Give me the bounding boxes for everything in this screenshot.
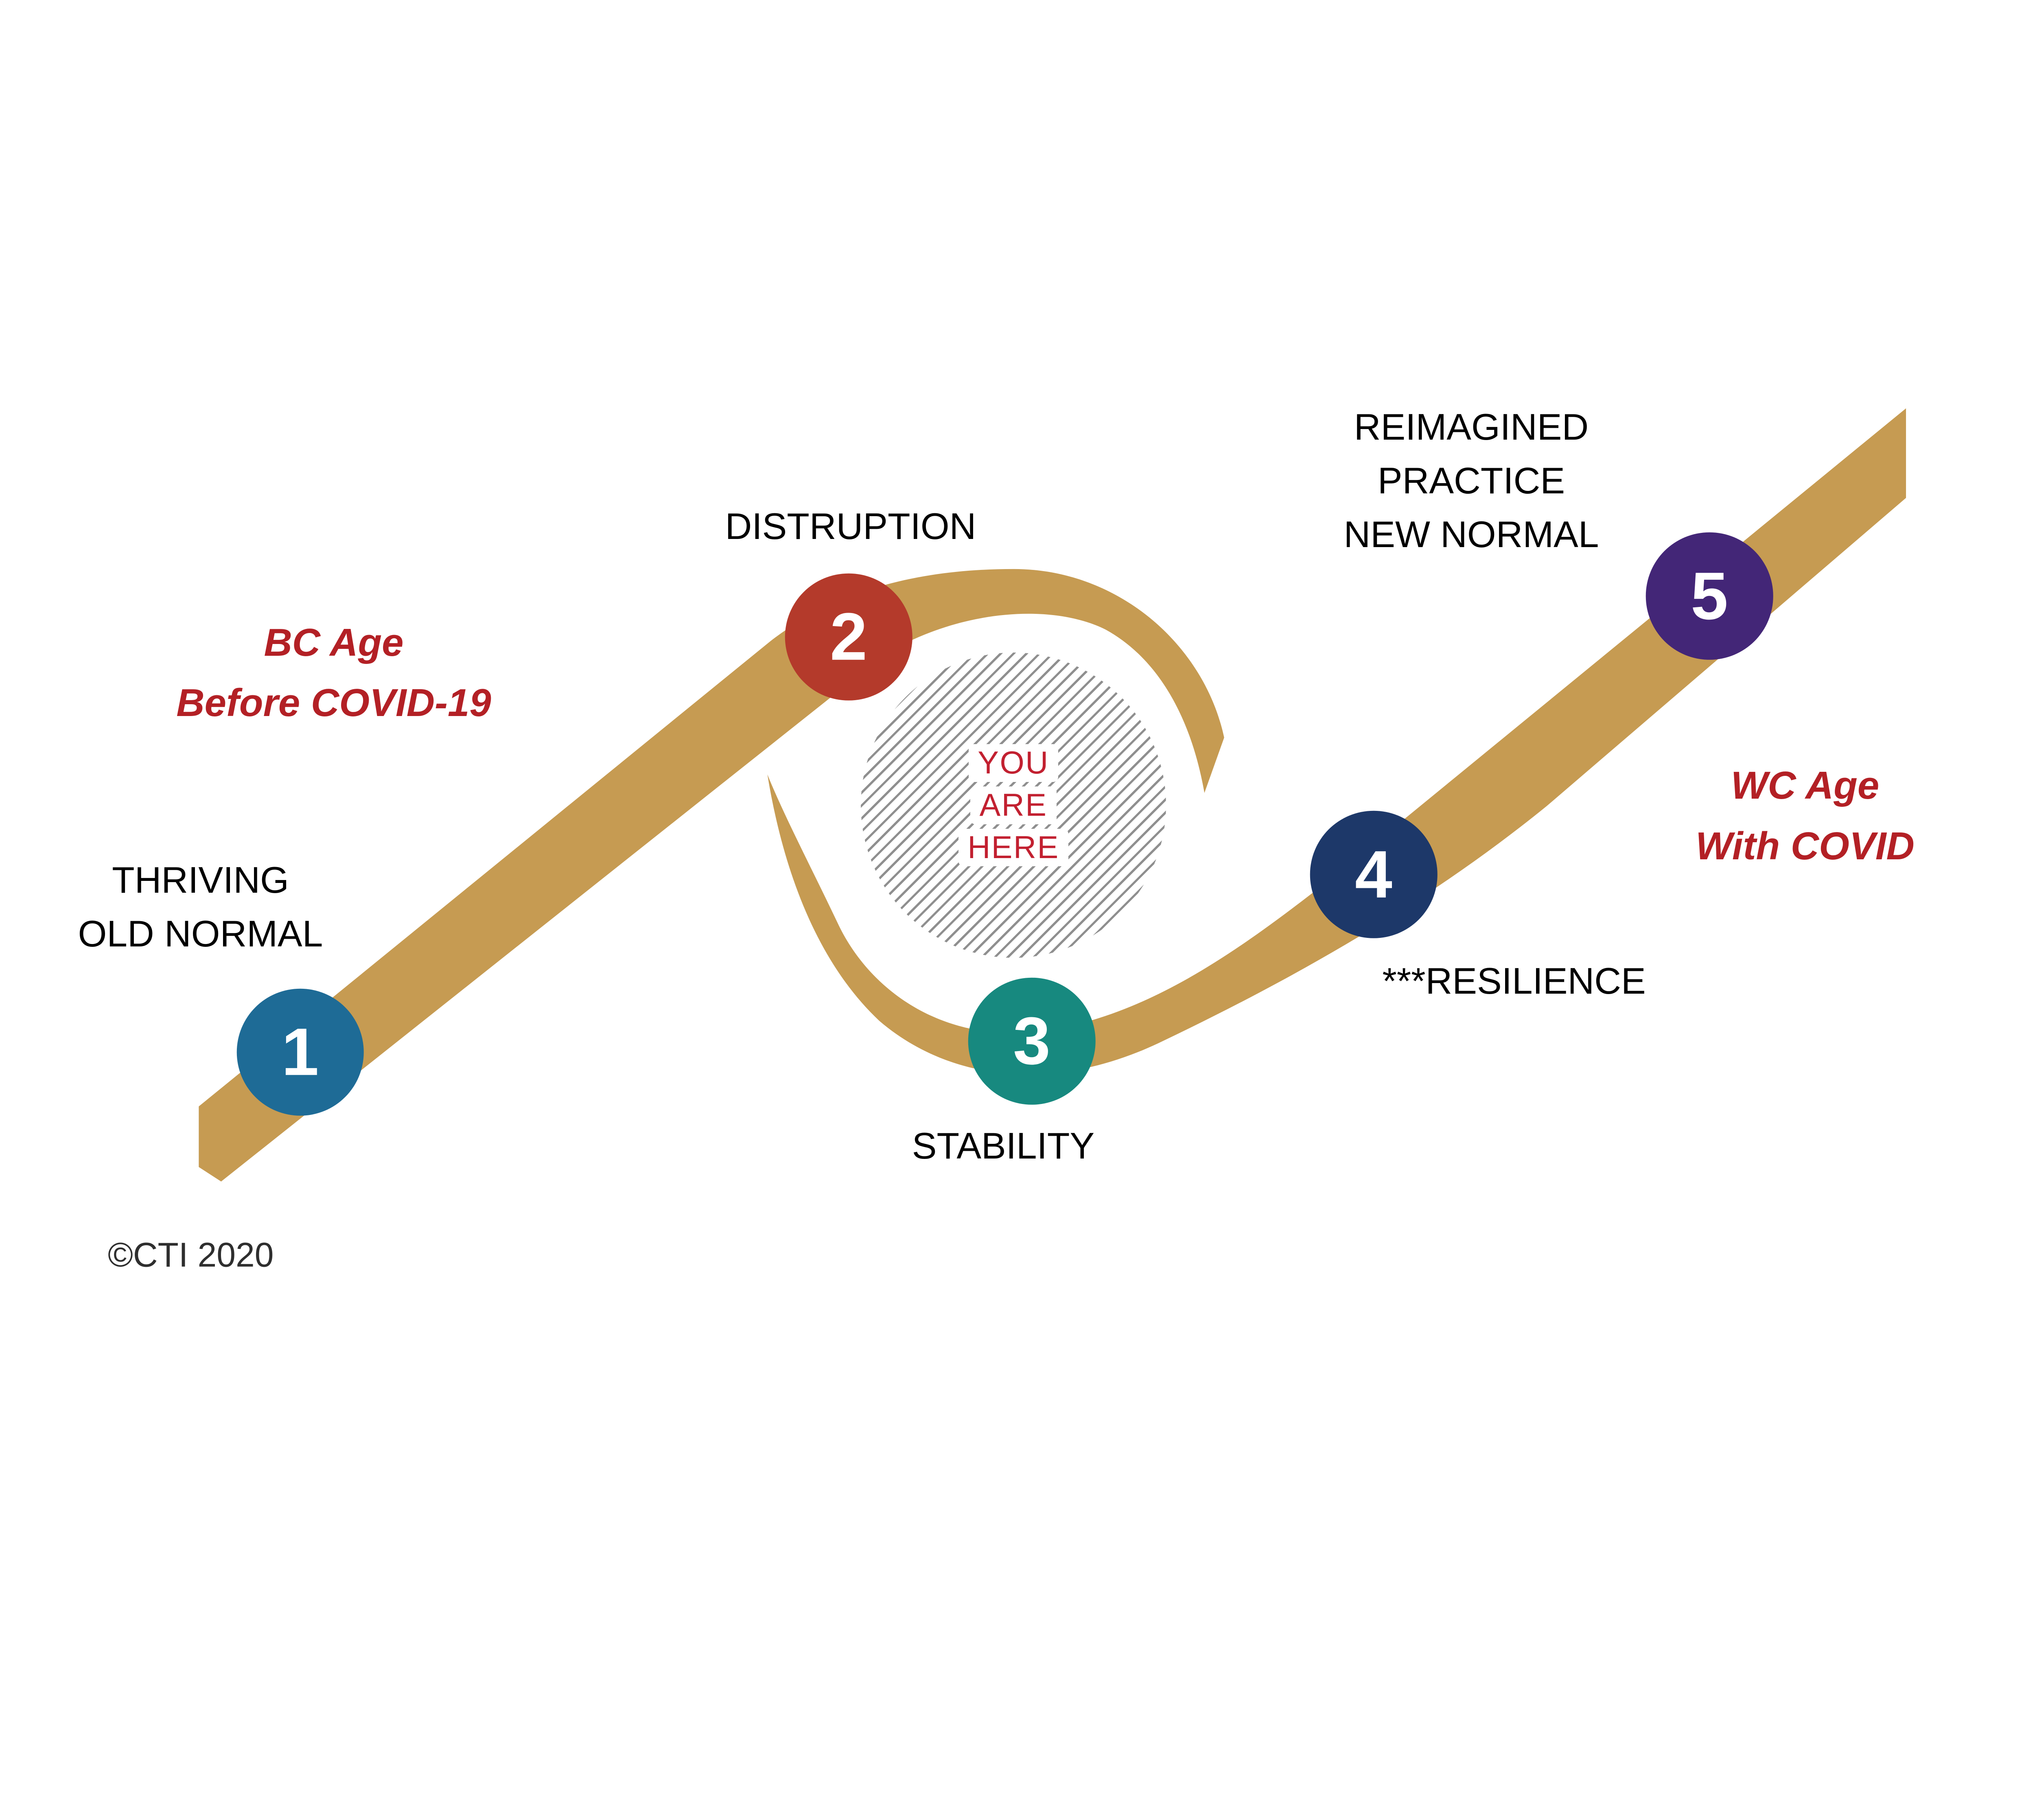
label-line: REIMAGINED bbox=[1354, 407, 1589, 448]
label-line: DISTRUPTION bbox=[725, 506, 976, 548]
stage-number-1: 1 bbox=[281, 1014, 319, 1090]
stage-circle-5: 5 bbox=[1646, 532, 1773, 660]
stage-number-2: 2 bbox=[830, 599, 867, 675]
label-line: THRIVING bbox=[112, 860, 289, 901]
covid-change-curve-diagram: YOU ARE HERE 1 2 3 4 5 THRIVING OLD NORM… bbox=[78, 401, 1915, 1274]
stage-label-distruption: DISTRUPTION bbox=[725, 500, 976, 554]
stage-label-resilience: ***RESILIENCE bbox=[1382, 955, 1646, 1008]
label-line: ***RESILIENCE bbox=[1382, 960, 1646, 1002]
label-line: PRACTICE bbox=[1377, 460, 1565, 502]
you-are-here-circle: YOU ARE HERE bbox=[861, 653, 1166, 958]
you-are-here-line: ARE bbox=[970, 786, 1057, 824]
label-line: Before COVID-19 bbox=[176, 681, 491, 725]
stage-circle-4: 4 bbox=[1310, 810, 1438, 938]
stage-number-4: 4 bbox=[1355, 837, 1392, 912]
stage-label-thriving-old-normal: THRIVING OLD NORMAL bbox=[78, 854, 323, 961]
label-line: With COVID bbox=[1696, 824, 1915, 868]
label-line: WC Age bbox=[1731, 764, 1880, 808]
label-line: STABILITY bbox=[912, 1126, 1095, 1167]
curve-segment-spiral-bottom-and-rise bbox=[767, 408, 1906, 1075]
curve-segment-rise-and-spiral-top bbox=[199, 569, 1224, 1182]
you-are-here-line: HERE bbox=[958, 828, 1069, 867]
stage-label-reimagined-practice-new-normal: REIMAGINED PRACTICE NEW NORMAL bbox=[1344, 401, 1599, 562]
stage-label-stability: STABILITY bbox=[912, 1120, 1094, 1174]
you-are-here-line: YOU bbox=[968, 744, 1059, 782]
gold-s-curve bbox=[199, 408, 1906, 1182]
label-line: BC Age bbox=[264, 620, 404, 664]
era-label-bc-age: BC Age Before COVID-19 bbox=[176, 613, 491, 734]
label-line: NEW NORMAL bbox=[1344, 514, 1599, 556]
label-line: OLD NORMAL bbox=[78, 913, 323, 955]
stage-number-3: 3 bbox=[1013, 1003, 1050, 1079]
stage-circle-3: 3 bbox=[968, 977, 1096, 1105]
era-label-wc-age: WC Age With COVID bbox=[1696, 756, 1915, 877]
stage-number-5: 5 bbox=[1691, 558, 1728, 633]
copyright-text: ©CTI 2020 bbox=[108, 1235, 274, 1274]
stage-circle-2: 2 bbox=[785, 573, 912, 701]
stage-circle-1: 1 bbox=[236, 988, 364, 1116]
